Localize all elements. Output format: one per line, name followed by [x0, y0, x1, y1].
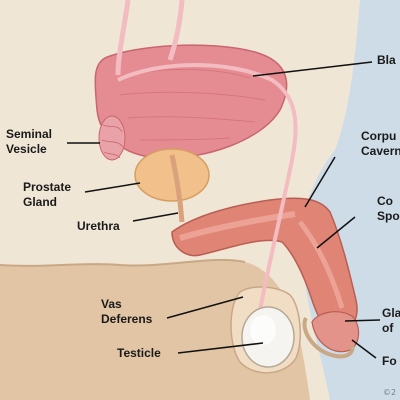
label-bladder-text: Bla — [377, 53, 396, 67]
label-glans-line1: Gla — [382, 306, 400, 320]
label-corpus-spongiosum-line2: Spong — [377, 209, 400, 223]
label-glans-line2: of — [382, 321, 394, 335]
thigh — [0, 259, 310, 400]
ureter-right — [167, 0, 185, 61]
label-corpus-cavernosum: Corpu Caverno — [361, 129, 400, 159]
label-seminal-vesicle-line2: Vesicle — [6, 142, 47, 156]
leader-corpus-spongiosum — [316, 216, 356, 249]
corpus-cavernosum-shape — [179, 211, 296, 241]
label-prostate-gland-line1: Prostate — [23, 180, 72, 194]
bladder — [94, 44, 288, 159]
label-prostate-gland-line2: Gland — [23, 195, 58, 209]
label-seminal-vesicle: Seminal Vesicle — [6, 127, 52, 157]
label-foreskin: Fo — [382, 354, 397, 369]
leader-glans — [344, 319, 381, 322]
label-bladder: Bla — [377, 53, 396, 68]
vas-deferens — [117, 63, 298, 341]
label-testicle: Testicle — [117, 346, 161, 361]
label-corpus-cavernosum-line2: Caverno — [361, 144, 400, 158]
leader-urethra — [132, 212, 179, 222]
label-prostate-gland: Prostate Gland — [23, 180, 71, 210]
label-glans: Gla of — [382, 306, 400, 336]
label-testicle-text: Testicle — [117, 346, 161, 360]
label-vas-deferens-line1: Vas — [101, 297, 122, 311]
leader-corpus-cavernosum — [304, 156, 336, 208]
leader-prostate — [84, 182, 141, 193]
label-foreskin-text: Fo — [382, 354, 397, 368]
prostate-gland — [134, 148, 210, 202]
thigh-edge — [0, 258, 246, 267]
seminal-vesicle — [98, 115, 126, 161]
leader-bladder — [252, 61, 373, 77]
label-corpus-spongiosum: Co Spong — [377, 194, 400, 224]
label-vas-deferens-line2: Deferens — [101, 312, 153, 326]
label-vas-deferens: Vas Deferens — [101, 297, 152, 327]
bladder-texture — [119, 68, 266, 141]
seminal-vesicle-texture — [101, 124, 124, 159]
leader-vas-deferens — [166, 296, 244, 319]
label-urethra-text: Urethra — [77, 219, 120, 233]
label-urethra: Urethra — [77, 219, 120, 234]
label-seminal-vesicle-line1: Seminal — [6, 127, 53, 141]
copyright-notice: ©2 — [383, 388, 397, 397]
ureter-left — [115, 0, 131, 76]
leader-testicle — [177, 342, 264, 354]
corpus-spongiosum-shape — [298, 220, 345, 309]
leader-foreskin — [351, 339, 377, 359]
label-corpus-cavernosum-line1: Corpu — [361, 129, 397, 143]
testicle-highlight — [250, 315, 276, 345]
foreskin — [302, 316, 355, 359]
label-corpus-spongiosum-line1: Co — [377, 194, 393, 208]
urethra — [169, 154, 185, 223]
